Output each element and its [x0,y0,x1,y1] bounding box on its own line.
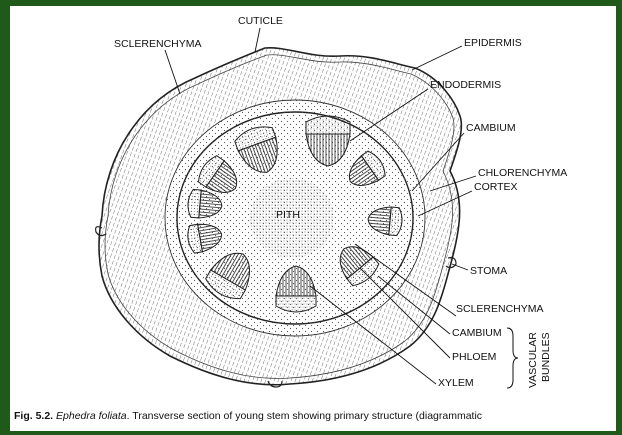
label-phloem: PHLOEM [452,351,496,363]
stem-section-diagram: CUTICLE SCLERENCHYMA EPIDERMIS ENDODERMI… [10,6,616,431]
figure-caption: Fig. 5.2. Ephedra foliata. Transverse se… [14,410,482,422]
figure-frame: CUTICLE SCLERENCHYMA EPIDERMIS ENDODERMI… [10,6,616,431]
caption-text: . Transverse section of young stem showi… [127,410,482,422]
caption-species: Ephedra foliata [56,410,127,422]
label-sclerenchyma-bottom: SCLERENCHYMA [456,303,544,315]
label-bundles: BUNDLES [540,332,552,382]
label-vascular: VASCULAR [527,332,539,388]
vascular-brace [507,328,518,388]
label-xylem: XYLEM [438,377,474,389]
label-cambium-top: CAMBIUM [466,122,516,134]
label-chlorenchyma: CHLORENCHYMA [478,167,567,179]
label-cortex: CORTEX [474,181,518,193]
label-pith: PITH [276,209,300,221]
caption-fig-number: Fig. 5.2. [14,410,53,422]
label-epidermis: EPIDERMIS [464,37,522,49]
label-sclerenchyma-top: SCLERENCHYMA [114,38,202,50]
label-cambium-bottom: CAMBIUM [452,327,502,339]
label-endodermis: ENDODERMIS [430,79,501,91]
label-stoma: STOMA [470,265,507,277]
label-cuticle: CUTICLE [238,15,283,27]
